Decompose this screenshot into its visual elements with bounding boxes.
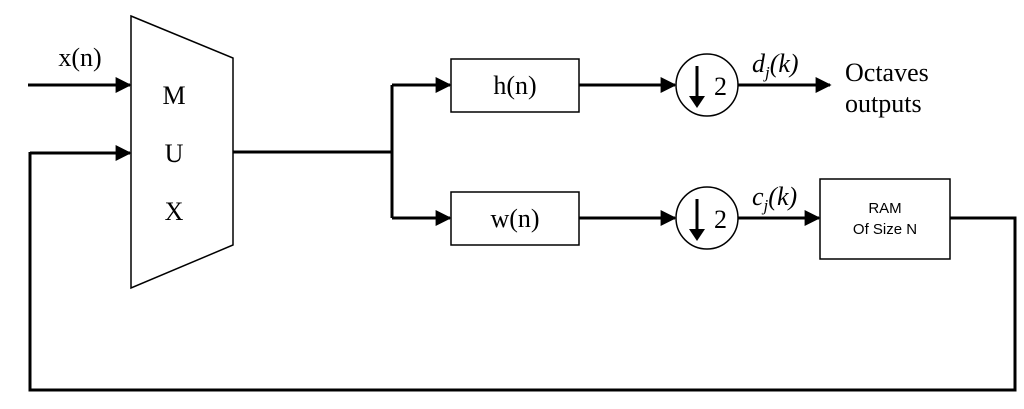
mux-letter-x: X (165, 197, 184, 226)
feedback-loop-line (28, 152, 1017, 392)
ram-block (819, 178, 951, 260)
ram-label-line2: Of Size N (853, 221, 917, 238)
approx-output-label: cj(k) (752, 182, 797, 215)
downsample-bottom-block: 2 (675, 186, 739, 250)
w-filter-label: w(n) (490, 204, 539, 233)
input-label: x(n) (58, 43, 101, 72)
h-filter-label: h(n) (493, 71, 536, 100)
downsample-top-block: 2 (675, 53, 739, 117)
mux-letter-u: U (165, 139, 184, 168)
down-arrow-icon (689, 229, 705, 241)
octaves-label-line1: Octaves (845, 58, 929, 87)
detail-output-label: dj(k) (752, 49, 799, 82)
h-filter-block (450, 58, 580, 113)
ram-label-line1: RAM (868, 200, 901, 217)
octaves-label-line2: outputs (845, 89, 922, 118)
mux-letter-m: M (162, 81, 185, 110)
downsample-bottom-factor: 2 (714, 205, 727, 234)
mux-block (130, 14, 234, 290)
downsample-top-factor: 2 (714, 72, 727, 101)
down-arrow-icon (689, 96, 705, 108)
